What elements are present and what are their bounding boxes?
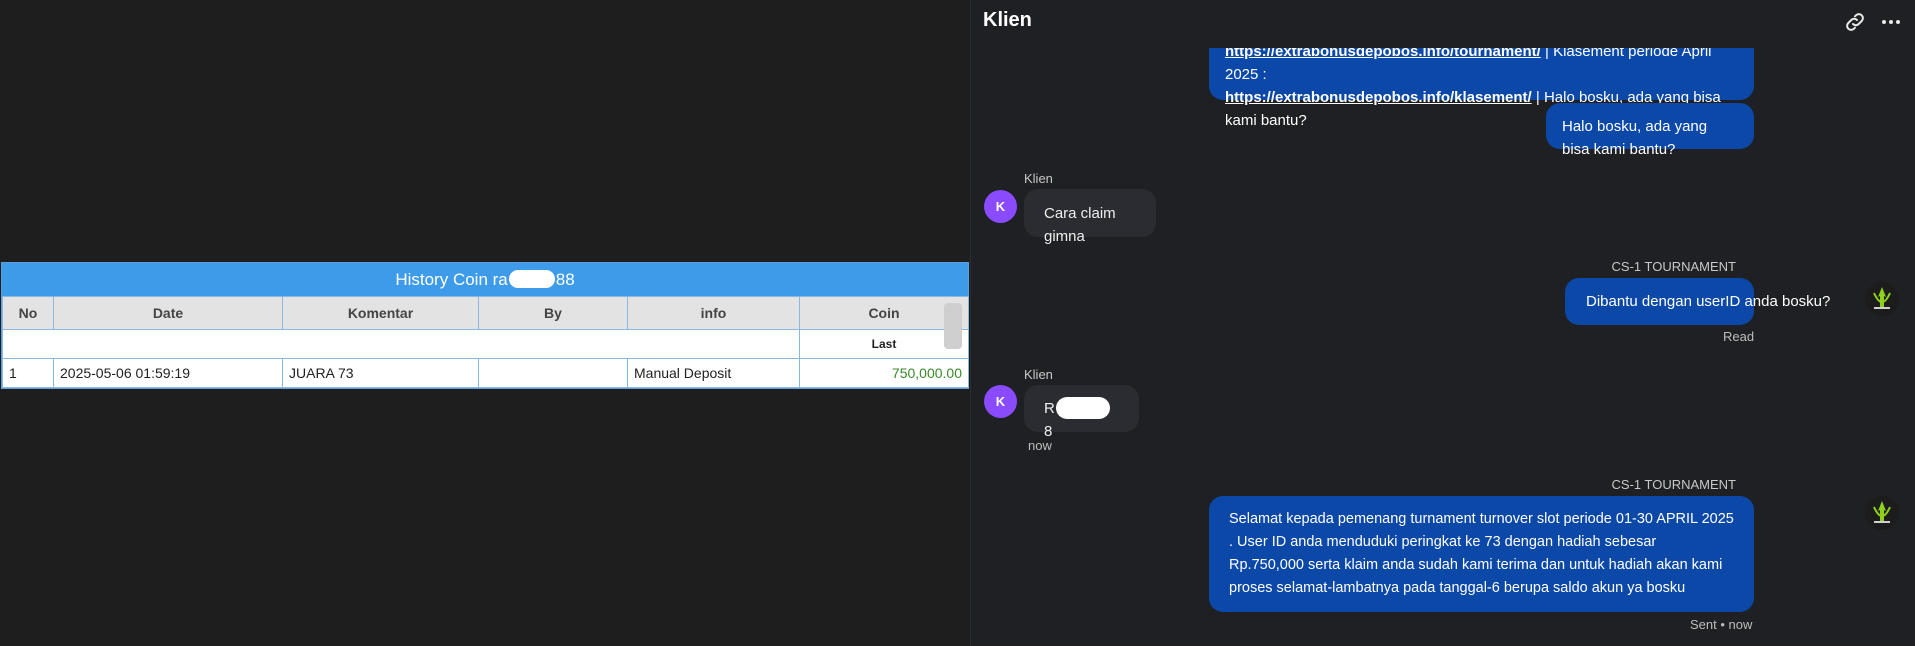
history-coin-panel: History Coin ra 88 No Date Komentar By in… [1,262,969,389]
klasement-link[interactable]: https://extrabonusdepobos.info/klasement… [1225,89,1532,106]
message-time: now [1028,438,1052,453]
cs-logo-icon [1864,281,1900,317]
column-header-komentar[interactable]: Komentar [282,296,479,330]
message-bubble-incoming: R8 [1024,385,1139,440]
chat-pane: https://extrabonusdepobos.info/tournamen… [970,0,1915,646]
subheader-last: Last [799,329,969,359]
history-coin-table: No Date Komentar By info Coin Last 1 202… [2,296,969,388]
message-text: | Halo bosku, ada yang bisa kami bantu? [1225,89,1721,129]
cs-logo-icon [1864,495,1900,531]
link-icon[interactable] [1843,10,1867,34]
subheader-empty-cell [2,329,800,359]
cell-coin: 750,000.00 [799,358,969,388]
table-scrollbar-thumb[interactable] [944,303,962,349]
column-header-coin[interactable]: Coin [799,296,969,330]
chat-header: Klien [971,0,1915,48]
message-status: Read [1723,329,1755,344]
history-coin-title-prefix: History Coin ra [395,270,508,289]
avatar: K [984,385,1017,418]
more-options-icon[interactable] [1879,10,1903,34]
column-header-date[interactable]: Date [53,296,283,330]
avatar: K [984,190,1017,223]
sender-name: CS-1 TOURNAMENT [1611,477,1736,492]
message-text-suffix: 8 [1044,423,1053,440]
cell-no: 1 [2,358,54,388]
cell-komentar: JUARA 73 [282,358,479,388]
message-status: Sent • now [1690,617,1753,632]
message-bubble-outgoing: Dibantu dengan userID anda bosku? [1565,278,1830,325]
sender-name: CS-1 TOURNAMENT [1611,259,1736,274]
history-coin-title: History Coin ra 88 [2,263,968,296]
history-coin-title-suffix: 88 [555,270,575,289]
message-bubble-incoming: Cara claim gimna [1024,189,1156,245]
cell-by [478,358,628,388]
message-bubble-outgoing: Selamat kepada pemenang turnament turnov… [1209,496,1754,612]
redaction-mark [508,270,555,289]
message-bubble-outgoing: Halo bosku, ada yang bisa kami bantu? [1546,103,1754,158]
chat-title: Klien [983,9,1032,31]
cell-info: Manual Deposit [627,358,800,388]
message-text-prefix: R [1044,400,1055,417]
column-header-by[interactable]: By [478,296,628,330]
cell-date: 2025-05-06 01:59:19 [53,358,283,388]
left-pane: History Coin ra 88 No Date Komentar By in… [1,262,969,389]
table-row[interactable]: 1 2025-05-06 01:59:19 JUARA 73 Manual De… [2,358,969,388]
table-subheader-row: Last [2,329,969,359]
sender-name: Klien [1024,367,1053,382]
column-header-no[interactable]: No [2,296,54,330]
table-header-row: No Date Komentar By info Coin [2,296,969,330]
sender-name: Klien [1024,171,1053,186]
redaction-mark [1055,396,1110,419]
column-header-info[interactable]: info [627,296,800,330]
